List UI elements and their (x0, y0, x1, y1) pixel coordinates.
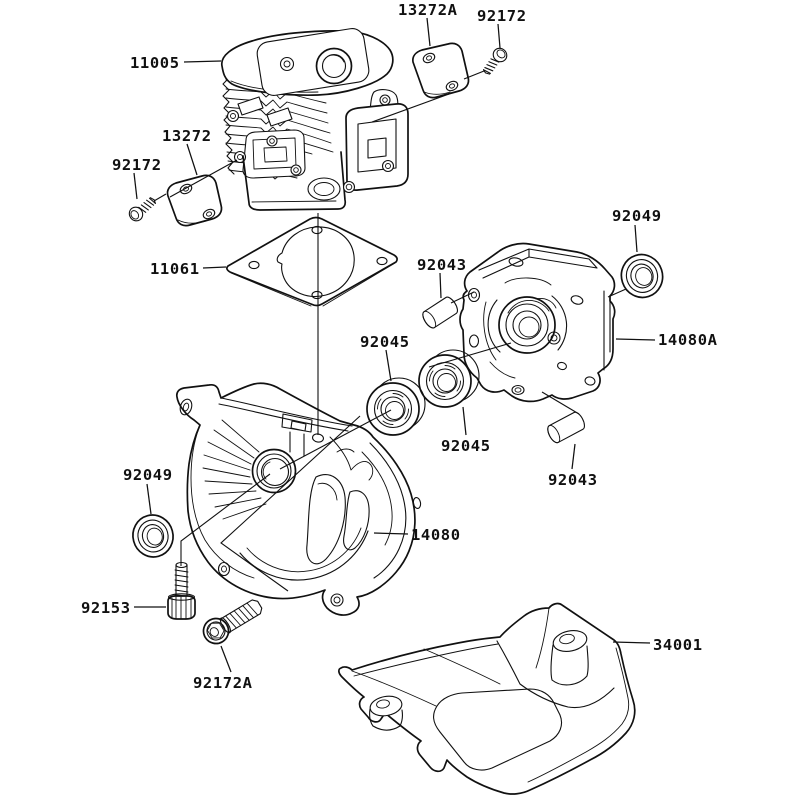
part-label-13272A: 13272A (398, 1, 458, 19)
bolt-92153 (167, 561, 196, 620)
leader-lines (133, 17, 656, 673)
part-label-92049-left: 92049 (123, 466, 173, 484)
oil-seal-left (132, 514, 174, 558)
part-label-92049-right: 92049 (612, 207, 662, 225)
part-label-92153: 92153 (81, 599, 131, 617)
intake-flange (242, 129, 306, 179)
oil-seal-right (620, 253, 664, 299)
ball-bearing-left (366, 377, 426, 436)
cylinder-part (221, 28, 409, 211)
cylinder-skirt (242, 151, 356, 211)
dowel-pin-lower (547, 411, 585, 444)
part-labels: 13272A 92172 11005 13272 92172 11061 920… (81, 1, 718, 692)
exhaust-flange (345, 103, 409, 191)
part-label-11005: 11005 (130, 54, 180, 72)
screw-left (128, 197, 156, 222)
part-label-14080: 14080 (411, 526, 461, 544)
crankcase-right (459, 242, 616, 403)
part-label-14080A: 14080A (658, 331, 718, 349)
part-label-92045-lower: 92045 (441, 437, 491, 455)
cover-plate-top (412, 42, 470, 99)
part-label-11061: 11061 (150, 260, 200, 278)
bolt-92172A (202, 599, 263, 645)
part-label-13272: 13272 (162, 127, 212, 145)
part-label-92045-upper: 92045 (360, 333, 410, 351)
guard-part (338, 602, 636, 795)
part-label-92172A: 92172A (193, 674, 253, 692)
part-label-92172-left: 92172 (112, 156, 162, 174)
assembly-lines (153, 70, 627, 592)
part-label-34001: 34001 (653, 636, 703, 654)
spark-plug-boss (315, 47, 353, 85)
part-label-92172-top: 92172 (477, 7, 527, 25)
dowel-pin-upper (422, 296, 458, 329)
cylinder-gasket (226, 216, 398, 307)
part-label-92043-lower: 92043 (548, 471, 598, 489)
part-label-92043-upper: 92043 (417, 256, 467, 274)
screw-top (482, 47, 508, 75)
ball-bearing-right (418, 349, 480, 408)
cover-plate-left (166, 174, 223, 227)
